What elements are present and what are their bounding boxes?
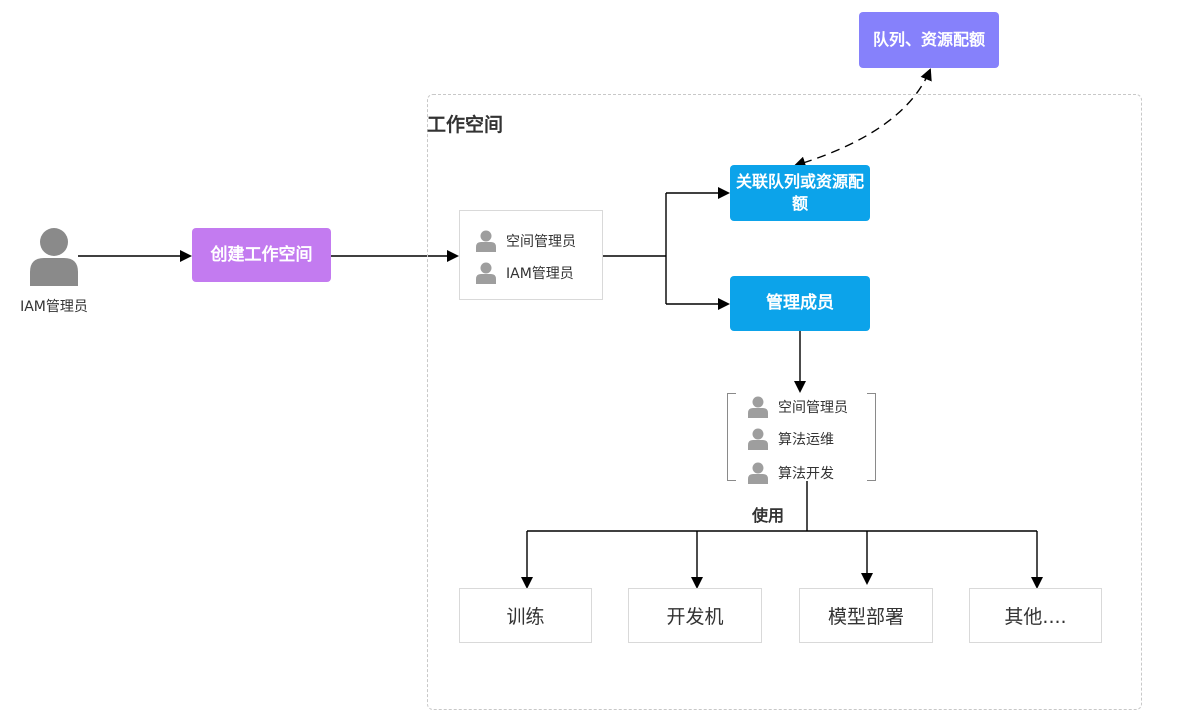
use-label: 使用: [752, 506, 785, 525]
role-label: IAM管理员: [506, 266, 574, 282]
person-icon: [748, 428, 768, 450]
queue-quota-box[interactable]: 队列、资源配额: [859, 12, 999, 68]
arrow-quota-dashed: [793, 68, 932, 169]
person-icon: [30, 228, 78, 286]
other-box[interactable]: 其他....: [969, 588, 1102, 643]
role-item: IAM管理员: [476, 262, 574, 284]
member-role-label: 算法运维: [778, 432, 834, 448]
person-icon: [476, 230, 496, 252]
member-role-item: 算法运维: [748, 428, 834, 450]
member-role-item: 空间管理员: [748, 396, 848, 418]
person-icon: [476, 262, 496, 284]
workspace-roles-box: 空间管理员 IAM管理员: [459, 210, 603, 300]
dev-machine-box[interactable]: 开发机: [628, 588, 762, 643]
member-role-item: 算法开发: [748, 462, 834, 484]
person-icon: [748, 462, 768, 484]
associate-quota-button[interactable]: 关联队列或资源配额: [730, 165, 870, 221]
training-box[interactable]: 训练: [459, 588, 592, 643]
member-role-label: 空间管理员: [778, 400, 848, 416]
person-icon: [748, 396, 768, 418]
workspace-title: 工作空间: [427, 114, 504, 136]
bracket-right: [867, 393, 876, 481]
iam-user-label: IAM管理员: [20, 299, 88, 315]
workspace-container: [427, 94, 1142, 710]
member-role-label: 算法开发: [778, 466, 834, 482]
role-item: 空间管理员: [476, 230, 576, 252]
create-workspace-button[interactable]: 创建工作空间: [192, 228, 331, 282]
manage-members-button[interactable]: 管理成员: [730, 276, 870, 331]
role-label: 空间管理员: [506, 234, 576, 250]
model-deploy-box[interactable]: 模型部署: [799, 588, 933, 643]
bracket-left: [727, 393, 736, 481]
